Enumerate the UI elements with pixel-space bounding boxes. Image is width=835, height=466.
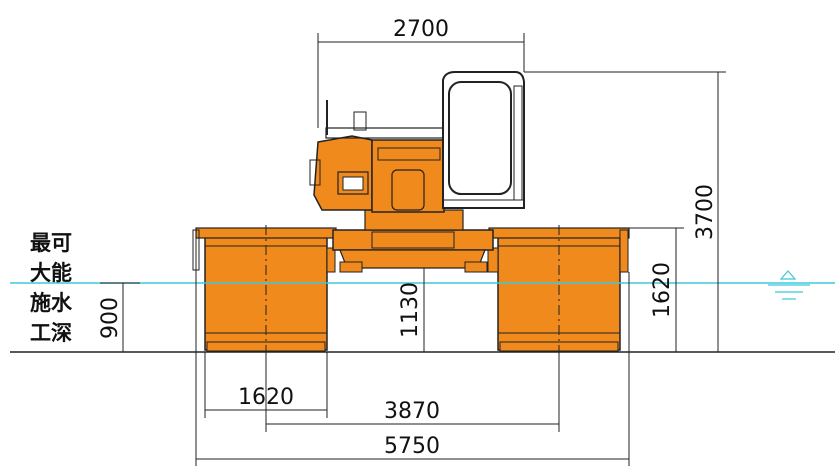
upper-structure [309, 100, 464, 231]
dim-clearance-height: 1130 [398, 282, 423, 338]
right-pontoon [487, 225, 630, 352]
dim-total-height: 3700 [693, 184, 718, 240]
dim-max-depth: 900 [98, 297, 123, 339]
operator-cab [442, 71, 525, 209]
label-line-4: 工深 [30, 321, 72, 345]
dim-cab-width: 2700 [393, 17, 449, 42]
dimension-lines [100, 33, 726, 466]
label-line-2: 大能 [30, 261, 72, 285]
dim-total-width: 5750 [384, 434, 440, 459]
dim-pontoon-centers: 3870 [384, 399, 440, 424]
max-depth-label: 最可 大能 施水 工深 [30, 231, 73, 345]
undercarriage [332, 229, 494, 273]
dim-pontoon-height: 1620 [650, 262, 675, 318]
label-line-1: 最可 [30, 231, 72, 255]
dim-pontoon-width: 1620 [238, 385, 294, 410]
left-pontoon [192, 225, 337, 352]
water-level-icon [768, 270, 810, 300]
label-line-3: 施水 [30, 291, 73, 315]
